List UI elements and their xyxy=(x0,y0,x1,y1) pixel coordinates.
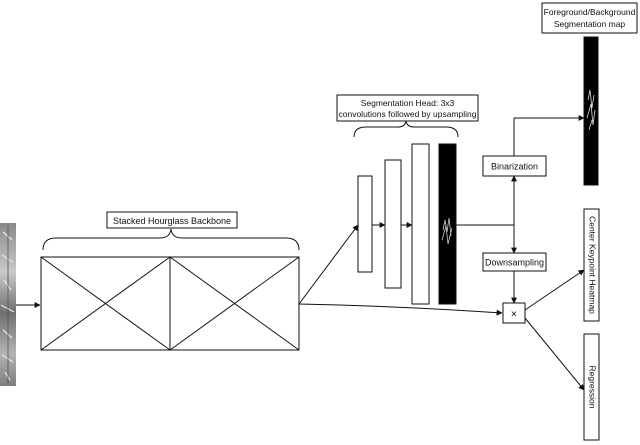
to-regression-arrow xyxy=(524,317,585,391)
segmentation-head xyxy=(357,143,457,305)
backbone-to-multiply-arrow xyxy=(298,303,503,316)
to-heatmap-arrow xyxy=(524,269,585,311)
conv-layer-2 xyxy=(384,159,402,289)
seghead-brace xyxy=(353,120,459,138)
downsampling-box xyxy=(482,252,547,272)
conv-layer-3 xyxy=(411,143,430,305)
multiply-box xyxy=(502,302,526,324)
downsampling-label: Downsampling xyxy=(485,258,544,268)
heatmap-label: Center Keypoint Heatmap xyxy=(587,216,597,314)
heatmap-box xyxy=(583,208,600,322)
seghead-label-box xyxy=(336,94,479,122)
binarization-label: Binarization xyxy=(491,162,538,172)
binarization-box xyxy=(482,155,547,177)
fgbg-label-box xyxy=(541,2,638,34)
hourglass-backbone xyxy=(40,256,300,351)
regression-label: Regression xyxy=(587,366,597,409)
backbone-brace xyxy=(42,228,300,251)
input-image xyxy=(0,223,16,386)
conv-layer-1 xyxy=(357,175,373,273)
backbone-to-seghead-arrow xyxy=(298,224,359,305)
segmentation-output-map xyxy=(438,143,457,305)
multiply-label: × xyxy=(511,309,517,321)
seghead-label-line2: convolutions followed by upsampling xyxy=(339,109,477,119)
regression-box xyxy=(583,333,600,441)
seghead-label-line1: Segmentation Head: 3x3 xyxy=(361,98,455,108)
backbone-label: Stacked Hourglass Backbone xyxy=(113,216,231,226)
fgbg-label-line1: Foreground/Background xyxy=(544,7,636,17)
fgbg-label-line2: Segmentation map xyxy=(554,19,626,29)
backbone-label-box xyxy=(106,211,238,229)
fgbg-segmentation-map xyxy=(583,36,599,186)
